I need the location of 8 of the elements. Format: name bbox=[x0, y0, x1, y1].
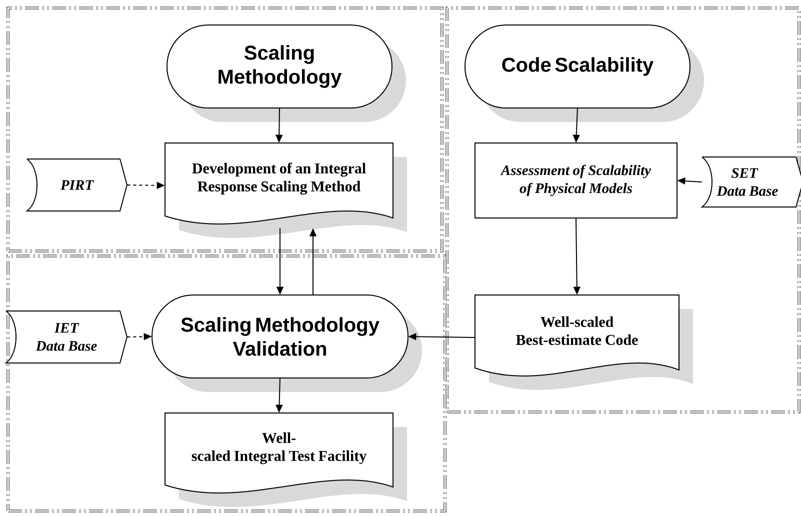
panel-frame bbox=[6, 254, 446, 512]
panel-frame bbox=[446, 6, 800, 414]
data-store-shape: SET Data Base bbox=[702, 156, 801, 208]
process-box: Assessment of Scalability of Physical Models bbox=[474, 142, 678, 218]
data-store-shape: PIRT bbox=[26, 158, 128, 212]
node-label: SET Data Base bbox=[716, 168, 778, 196]
panel-frame bbox=[6, 6, 444, 252]
data-store-shape: IET Data Base bbox=[6, 310, 128, 364]
